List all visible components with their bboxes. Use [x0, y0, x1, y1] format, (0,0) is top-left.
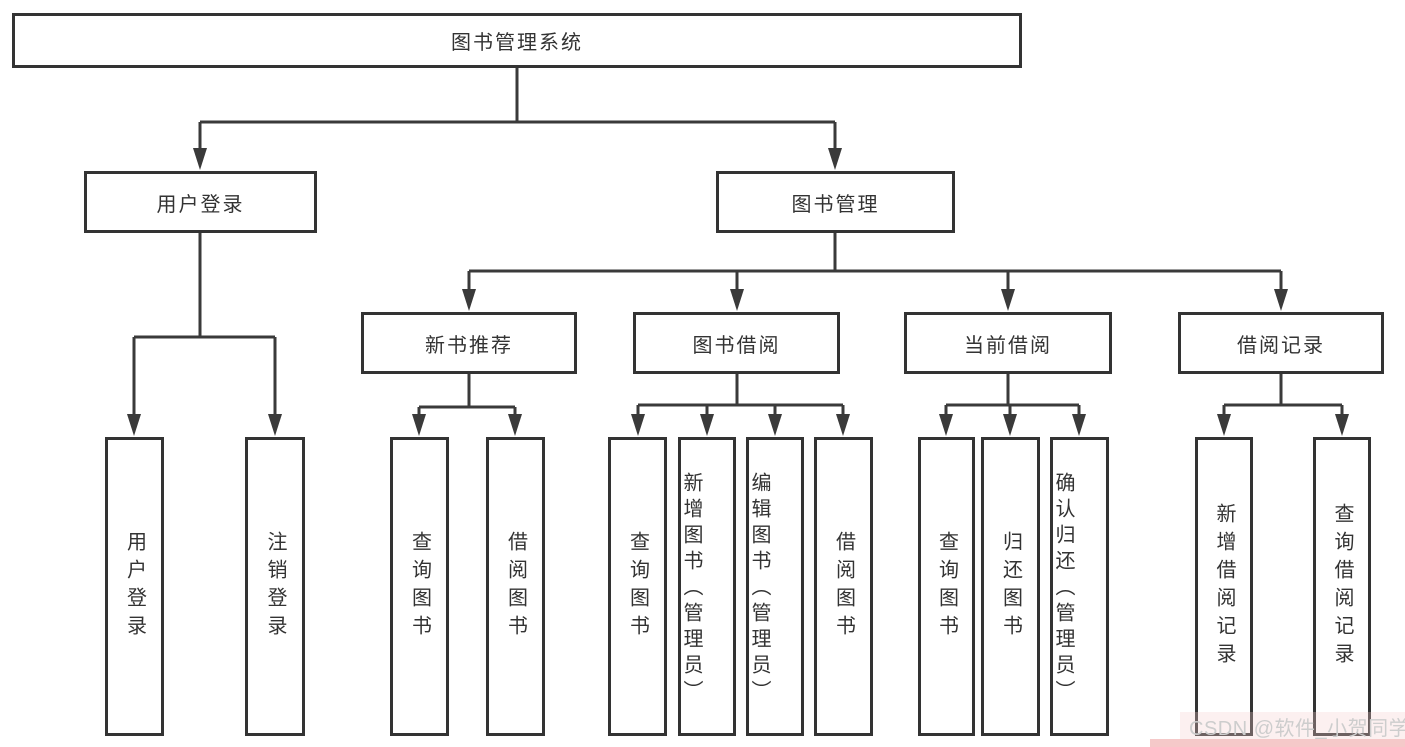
leaf-confirm-return-admin: 确认归还（管理员）	[1050, 437, 1109, 736]
arrowhead-icons	[127, 148, 1349, 436]
arrow-down-icon	[730, 289, 744, 311]
arrow-down-icon	[700, 414, 714, 436]
node-label: 借阅记录	[1237, 334, 1325, 357]
connector-new-book-rec-to-leaves	[417, 374, 517, 416]
arrow-down-icon	[462, 289, 476, 311]
leaf-borrow-books-recommend: 借阅图书	[486, 437, 545, 736]
leaf-label: 新增图书（管理员）	[680, 472, 702, 706]
leaf-query-borrow-record: 查询借阅记录	[1313, 437, 1371, 736]
leaf-query-books-recommend: 查询图书	[390, 437, 449, 736]
node-label: 图书管理	[791, 193, 880, 216]
connector-borrow-records-to-leaves	[1222, 374, 1344, 416]
leaf-add-borrow-record: 新增借阅记录	[1195, 437, 1253, 736]
node-library-management-system: 图书管理系统	[12, 13, 1022, 68]
arrow-down-icon	[836, 414, 850, 436]
leaf-return-books: 归还图书	[981, 437, 1040, 736]
connector-paths	[132, 68, 1344, 416]
arrow-down-icon	[1072, 414, 1086, 436]
node-borrowing-records: 借阅记录	[1178, 312, 1384, 374]
arrow-down-icon	[1003, 414, 1017, 436]
arrow-down-icon	[412, 414, 426, 436]
arrow-down-icon	[193, 148, 207, 170]
leaf-edit-book-admin: 编辑图书（管理员）	[746, 437, 804, 736]
csdn-watermark: CSDN @软件_小贺同学	[1189, 718, 1405, 740]
node-label: 图书管理系统	[451, 32, 583, 54]
leaf-borrow-books-borrowing: 借阅图书	[814, 437, 873, 736]
connector-user-login-to-leaves	[132, 233, 277, 416]
connector-current-borrow-to-leaves	[944, 374, 1081, 416]
leaf-label: 借阅图书	[832, 530, 855, 643]
leaf-label: 查询图书	[626, 530, 649, 643]
arrow-down-icon	[1335, 414, 1349, 436]
node-current-borrowing: 当前借阅	[904, 312, 1112, 374]
leaf-label: 查询借阅记录	[1331, 502, 1353, 671]
arrow-down-icon	[828, 148, 842, 170]
node-new-book-recommend: 新书推荐	[361, 312, 577, 374]
leaf-label: 确认归还（管理员）	[1052, 472, 1074, 706]
arrow-down-icon	[768, 414, 782, 436]
arrow-down-icon	[268, 414, 282, 436]
arrow-down-icon	[1274, 289, 1288, 311]
node-user-login: 用户登录	[84, 171, 317, 233]
leaf-label: 注销登录	[264, 530, 286, 643]
leaf-label: 查询图书	[935, 530, 958, 643]
leaf-label: 用户登录	[123, 530, 146, 643]
leaf-label: 借阅图书	[504, 530, 527, 643]
connector-book-borrow-to-leaves	[636, 374, 845, 416]
node-label: 用户登录	[156, 193, 245, 216]
watermark-pink-band	[1150, 739, 1405, 747]
leaf-label: 新增借阅记录	[1213, 502, 1235, 671]
leaf-query-books-current: 查询图书	[918, 437, 975, 736]
leaf-user-login: 用户登录	[105, 437, 164, 736]
connector-book-mgmt-to-level3	[467, 233, 1283, 291]
arrow-down-icon	[127, 414, 141, 436]
node-label: 图书借阅	[692, 334, 781, 357]
arrow-down-icon	[508, 414, 522, 436]
leaf-logout: 注销登录	[245, 437, 305, 736]
connector-root-to-level2	[198, 68, 837, 150]
node-label: 当前借阅	[964, 334, 1052, 357]
leaf-label: 编辑图书（管理员）	[748, 472, 770, 706]
leaf-label: 查询图书	[408, 530, 431, 643]
node-book-borrowing: 图书借阅	[633, 312, 840, 374]
leaf-label: 归还图书	[999, 530, 1022, 643]
arrow-down-icon	[631, 414, 645, 436]
arrow-down-icon	[1217, 414, 1231, 436]
arrow-down-icon	[939, 414, 953, 436]
leaf-add-book-admin: 新增图书（管理员）	[678, 437, 736, 736]
node-book-management: 图书管理	[716, 171, 955, 233]
leaf-query-books-borrowing: 查询图书	[608, 437, 667, 736]
node-label: 新书推荐	[425, 334, 513, 357]
arrow-down-icon	[1001, 289, 1015, 311]
